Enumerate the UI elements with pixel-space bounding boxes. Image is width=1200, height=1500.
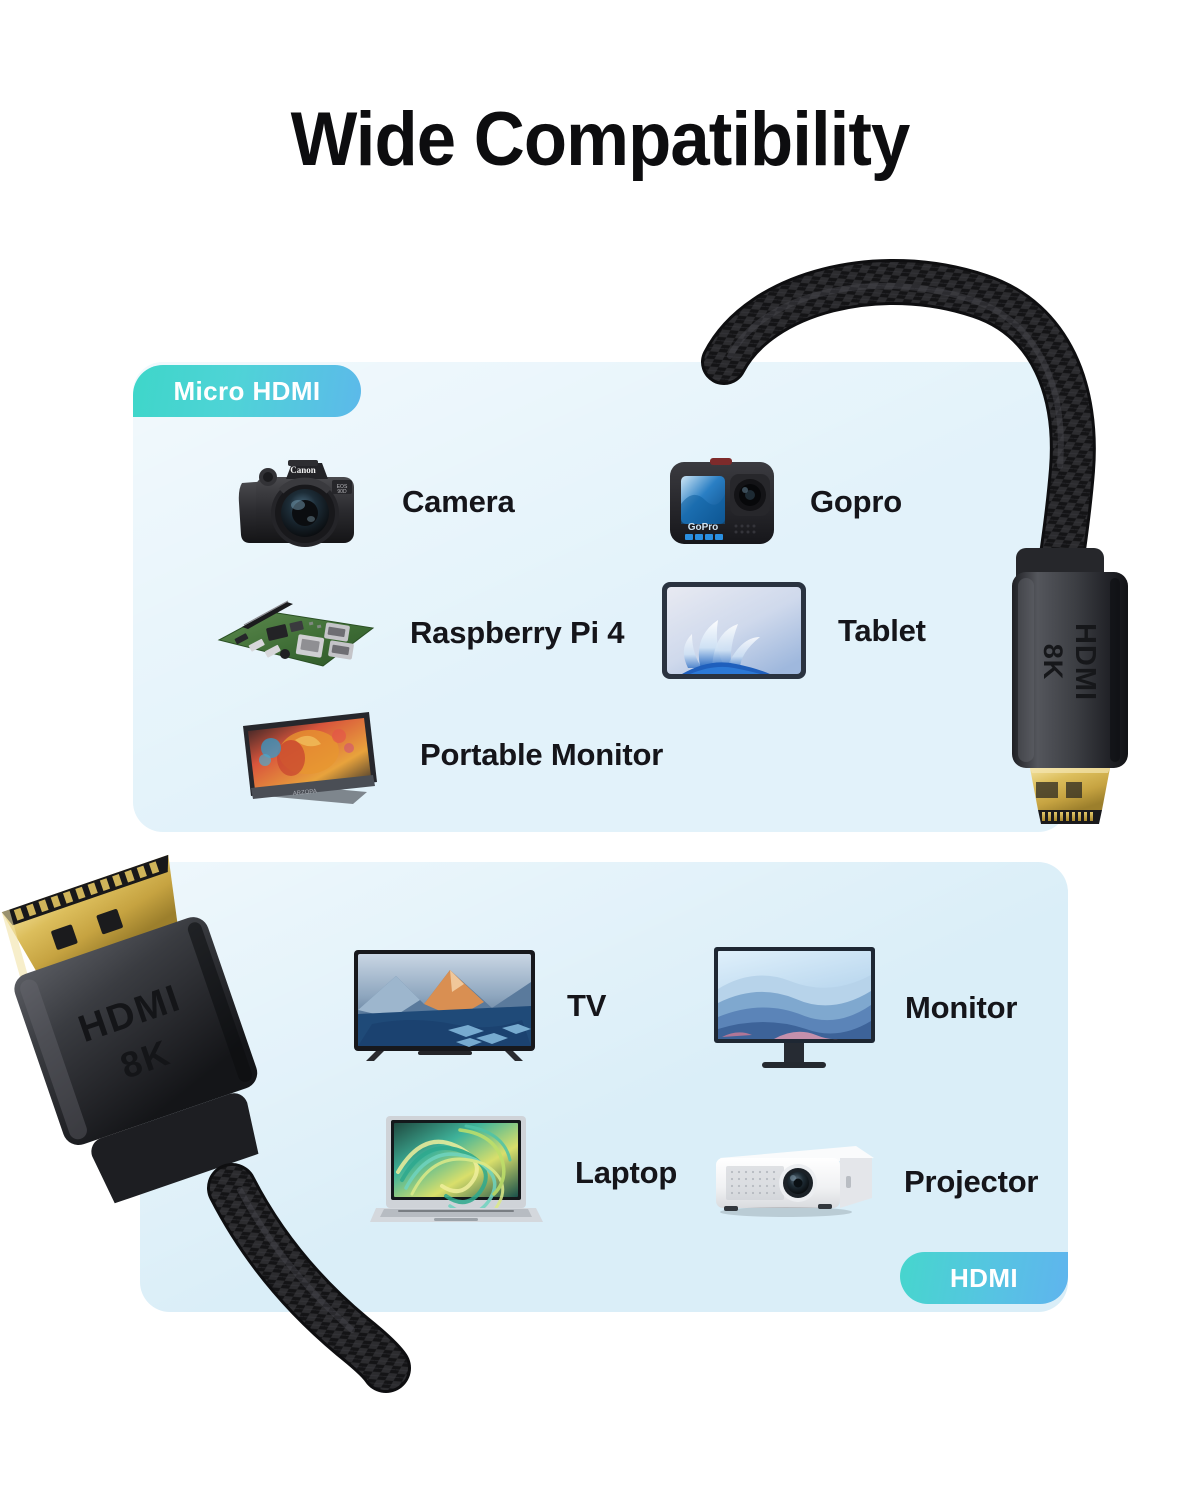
item-raspberry-pi: Raspberry Pi 4 xyxy=(213,592,625,674)
badge-micro-hdmi-label: Micro HDMI xyxy=(173,375,321,406)
item-laptop-label: Laptop xyxy=(575,1154,678,1190)
item-camera: Canon EOS 90D Camera xyxy=(232,447,515,557)
item-projector: Projector xyxy=(706,1136,1038,1228)
item-tablet-label: Tablet xyxy=(838,612,926,648)
item-gopro: GoPro Gopro xyxy=(666,452,902,552)
item-projector-label: Projector xyxy=(904,1164,1039,1199)
hdmi-card xyxy=(140,862,1068,1312)
projector-icon xyxy=(706,1136,876,1228)
svg-text:90D: 90D xyxy=(337,489,347,495)
svg-text:ARZOPA: ARZOPA xyxy=(293,789,318,798)
item-laptop: Laptop xyxy=(368,1110,677,1235)
svg-text:HDMI: HDMI xyxy=(1069,623,1101,701)
item-raspberry-pi-label: Raspberry Pi 4 xyxy=(410,615,625,650)
dslr-camera-icon: Canon EOS 90D xyxy=(232,447,372,557)
item-monitor-label: Monitor xyxy=(905,989,1018,1025)
badge-hdmi-label: HDMI xyxy=(949,1262,1019,1293)
svg-text:GoPro: GoPro xyxy=(688,522,719,533)
television-icon xyxy=(352,948,537,1063)
item-portable-monitor-label: Portable Monitor xyxy=(420,737,664,772)
tablet-icon xyxy=(660,578,808,683)
page-title: Wide Compatibility xyxy=(290,97,911,182)
item-monitor: Monitor xyxy=(712,945,1017,1070)
svg-text:EOS: EOS xyxy=(337,484,348,490)
item-tablet: Tablet xyxy=(660,578,926,683)
item-tv: TV xyxy=(352,948,606,1063)
item-tv-label: TV xyxy=(567,987,607,1023)
item-portable-monitor: ARZOPA Portable Monitor xyxy=(235,700,663,810)
desktop-monitor-icon xyxy=(712,945,877,1070)
badge-hdmi: HDMI xyxy=(900,1252,1068,1304)
laptop-icon xyxy=(368,1110,543,1235)
portable-monitor-icon: ARZOPA xyxy=(235,700,390,810)
item-camera-label: Camera xyxy=(402,484,515,519)
item-gopro-label: Gopro xyxy=(810,484,902,519)
action-camera-icon: GoPro xyxy=(666,452,780,552)
badge-micro-hdmi: Micro HDMI xyxy=(133,365,361,417)
single-board-computer-icon xyxy=(213,592,378,674)
svg-text:Canon: Canon xyxy=(290,465,316,475)
